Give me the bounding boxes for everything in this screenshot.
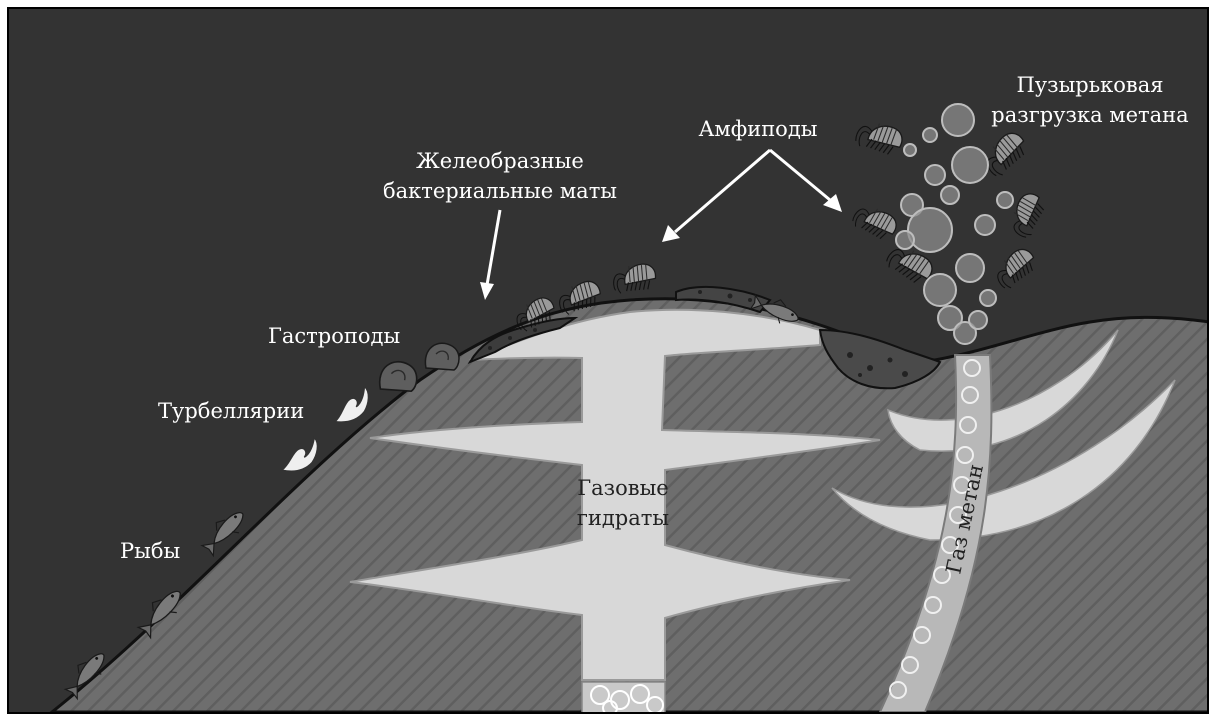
label-fish: Рыбы [120, 539, 180, 563]
bubble-icon [952, 147, 988, 183]
label-turbellaria: Турбеллярии [158, 399, 304, 423]
bubble-icon [980, 290, 996, 306]
label-hydrates-line1: Газовые [577, 476, 669, 500]
bubble-icon [956, 254, 984, 282]
bubble-icon [904, 144, 916, 156]
bubble-icon [942, 104, 974, 136]
bubble-icon [975, 215, 995, 235]
bubble-icon [969, 311, 987, 329]
label-bubbles-line2: разгрузка метана [991, 103, 1188, 127]
bubble-icon [925, 165, 945, 185]
bubble-icon [997, 192, 1013, 208]
bubble-icon [941, 186, 959, 204]
label-hydrates-line2: гидраты [577, 506, 669, 530]
label-mats-line2: бактериальные маты [383, 179, 617, 203]
bubble-icon [923, 128, 937, 142]
bubble-icon [908, 208, 952, 252]
bubble-icon [924, 274, 956, 306]
label-mats-line1: Желеобразные [416, 149, 584, 173]
label-bubbles-line1: Пузырьковая [1016, 73, 1163, 97]
label-amphipods: Амфиподы [699, 117, 818, 141]
bubble-icon [896, 231, 914, 249]
snail-icon [380, 362, 417, 391]
label-gastropods: Гастроподы [268, 324, 400, 348]
snail-icon [425, 343, 459, 370]
